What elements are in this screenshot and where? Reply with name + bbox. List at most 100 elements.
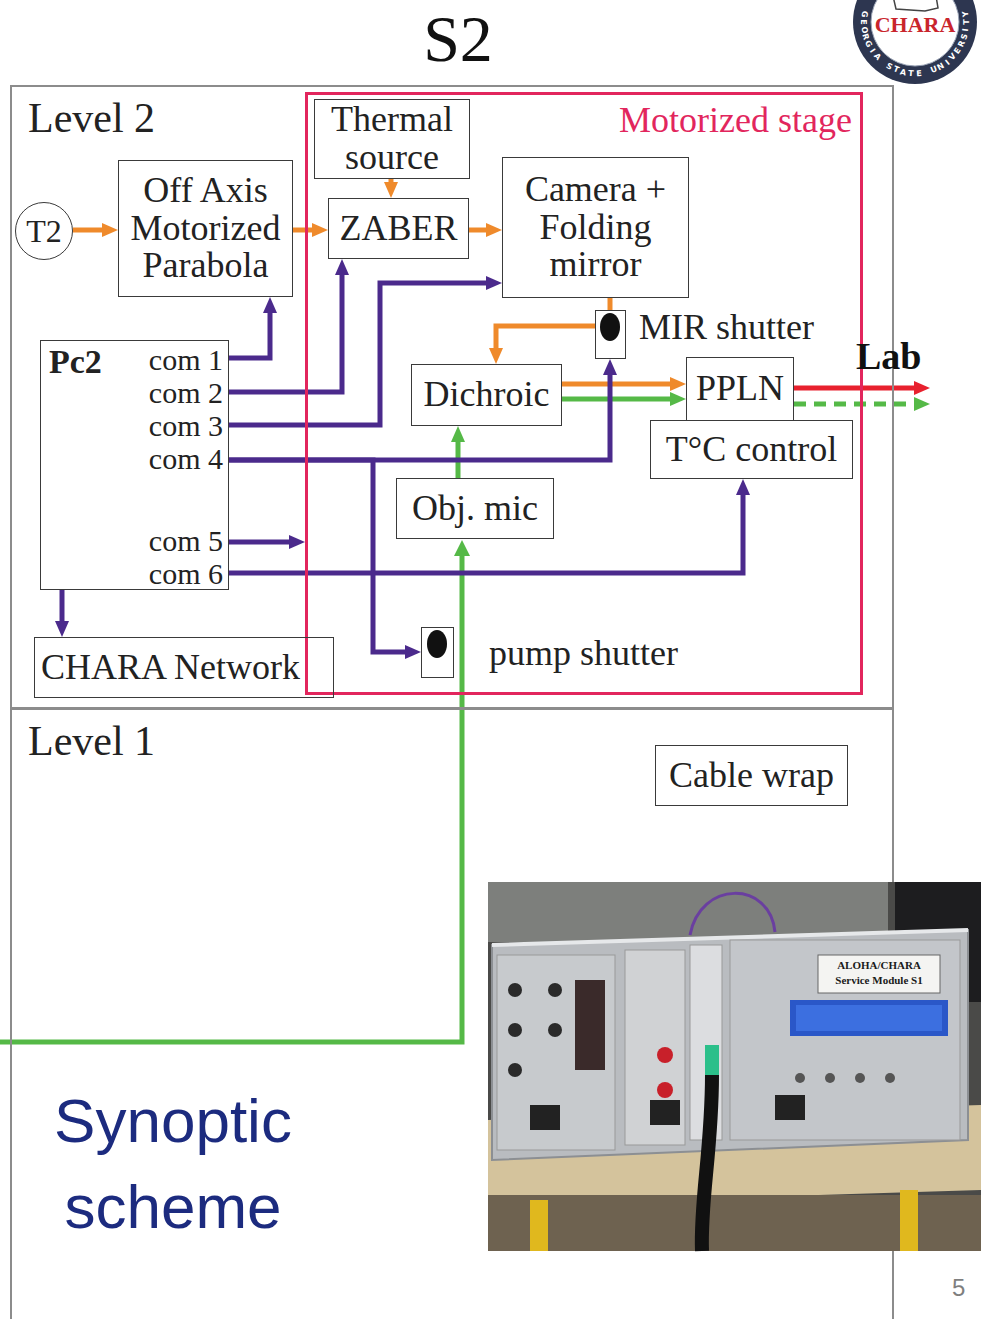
logo-letter: G bbox=[858, 8, 869, 19]
port-name: com 3 bbox=[45, 409, 223, 442]
logo-letter: E bbox=[914, 68, 925, 79]
fiber-link bbox=[0, 540, 470, 1042]
parabola-box: Off Axis Motorized Parabola bbox=[118, 160, 293, 297]
port-name: com 5 bbox=[45, 524, 223, 557]
crystal-box: PPLN bbox=[686, 357, 794, 421]
panel-label: ALOHA/CHARA bbox=[818, 958, 940, 972]
logo-map bbox=[893, 0, 938, 11]
photo-wiring bbox=[575, 980, 605, 1070]
band-edge bbox=[892, 1251, 894, 1319]
connector bbox=[229, 540, 297, 545]
band-edge bbox=[892, 708, 894, 882]
stage-box: ZABER bbox=[328, 198, 469, 259]
node-text: Obj. mic bbox=[412, 490, 538, 528]
logo bbox=[853, 0, 977, 84]
fiber-line bbox=[0, 553, 462, 1042]
computer-box: Pc2com 1com 2com 3com 4com 5com 6 bbox=[40, 340, 229, 590]
logo-letter: T bbox=[962, 17, 972, 27]
node-text: T2 bbox=[26, 215, 62, 247]
photo-handle bbox=[530, 1105, 560, 1130]
logo-letter: E bbox=[858, 17, 868, 27]
port-name: com 6 bbox=[45, 557, 223, 590]
connector bbox=[229, 305, 270, 358]
connector bbox=[608, 298, 613, 310]
photo-knob bbox=[795, 1073, 805, 1083]
port-name: com 2 bbox=[45, 376, 223, 409]
motorized-stage-frame: Motorized stageThermal sourceZABERCamera… bbox=[305, 92, 863, 695]
connector bbox=[496, 326, 595, 356]
slide-title: S2 bbox=[378, 6, 538, 72]
photo-display bbox=[796, 1005, 942, 1031]
shutter-box: pump shutter bbox=[421, 627, 454, 678]
photo-connector bbox=[508, 1023, 522, 1037]
source-box: Thermal source bbox=[314, 99, 470, 179]
connector bbox=[562, 382, 678, 387]
node-text: MIR shutter bbox=[636, 307, 817, 347]
photo-handle bbox=[775, 1095, 805, 1120]
node-text: pump shutter bbox=[486, 633, 681, 673]
connector bbox=[229, 460, 413, 652]
photo-handle bbox=[650, 1100, 680, 1125]
photo-display bbox=[790, 1000, 948, 1036]
shutter-box: MIR shutter bbox=[595, 310, 626, 359]
photo-connector bbox=[548, 983, 562, 997]
node-text: PPLN bbox=[696, 370, 784, 408]
node-text: Cable wrap bbox=[669, 757, 834, 795]
connector bbox=[562, 397, 678, 402]
node-text: CHARA Network bbox=[41, 649, 300, 687]
photo-knob bbox=[885, 1073, 895, 1083]
connector bbox=[229, 367, 610, 460]
node-text: Off Axis Motorized Parabola bbox=[125, 172, 286, 285]
node-text: Dichroic bbox=[424, 376, 550, 414]
connector bbox=[456, 434, 461, 478]
photo-knob bbox=[825, 1073, 835, 1083]
photo-connector bbox=[508, 983, 522, 997]
node-text: T°C control bbox=[666, 431, 837, 469]
photo-panel bbox=[625, 950, 685, 1145]
page-number: 5 bbox=[952, 1274, 965, 1302]
node-text: ZABER bbox=[339, 210, 457, 248]
shutter-blade bbox=[427, 630, 447, 658]
connector bbox=[389, 179, 394, 190]
objective-box: Obj. mic bbox=[396, 478, 554, 539]
photo-cable bbox=[702, 1075, 712, 1251]
telescope-circle: T2 bbox=[15, 202, 73, 260]
photo-panel bbox=[730, 940, 960, 1140]
dichroic-box: Dichroic bbox=[411, 364, 562, 426]
photo-rack bbox=[492, 930, 968, 1160]
photo-button bbox=[657, 1082, 673, 1098]
logo-wordmark: CHARA bbox=[865, 12, 965, 38]
output-beam bbox=[794, 386, 922, 391]
level-band: Level 2Motorized stageThermal sourceZABE… bbox=[10, 85, 894, 709]
connector bbox=[60, 590, 65, 629]
panel-label: Service Module S1 bbox=[818, 973, 940, 987]
port-name: com 1 bbox=[45, 343, 223, 376]
node-text: Camera + Folding mirror bbox=[509, 171, 682, 284]
photo-panel bbox=[497, 955, 615, 1150]
photo-leg bbox=[900, 1190, 918, 1251]
photo-connector bbox=[508, 1063, 522, 1077]
logo-arc-text: GEORGIA STATE UNIVERSITY bbox=[855, 0, 975, 82]
slide-label: Synoptic scheme bbox=[8, 1078, 338, 1250]
photo-plate bbox=[818, 955, 940, 993]
arrow-head bbox=[454, 540, 470, 556]
network-box: CHARA Network bbox=[34, 637, 334, 698]
connector bbox=[469, 228, 494, 233]
photo-leg bbox=[530, 1200, 548, 1251]
photo-button bbox=[657, 1047, 673, 1063]
node-text: Thermal source bbox=[321, 101, 463, 177]
logo-letter: I bbox=[961, 24, 972, 35]
connector bbox=[73, 228, 110, 233]
output-beam bbox=[794, 402, 922, 407]
computer-name: Pc2 bbox=[49, 345, 102, 379]
logo-letter: Y bbox=[961, 8, 972, 19]
connector bbox=[229, 267, 342, 392]
photo-wire bbox=[690, 893, 775, 935]
logo-letter: A bbox=[897, 67, 909, 79]
photo-connector bbox=[548, 1023, 562, 1037]
camera-box: Camera + Folding mirror bbox=[502, 157, 689, 298]
cable-box: Cable wrap bbox=[655, 745, 848, 806]
photo-ground bbox=[488, 882, 981, 1251]
shutter-icon bbox=[422, 628, 452, 676]
module-photo bbox=[488, 882, 981, 1251]
